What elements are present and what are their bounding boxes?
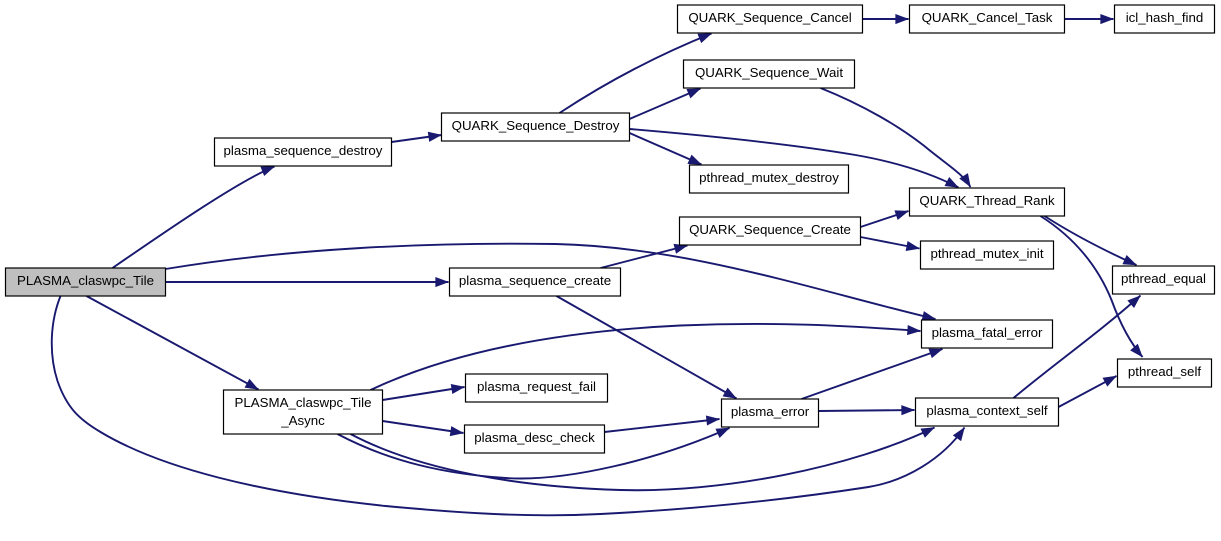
svg-text:plasma_context_self: plasma_context_self — [926, 403, 1048, 418]
svg-text:QUARK_Sequence_Create: QUARK_Sequence_Create — [689, 222, 851, 237]
svg-text:plasma_error: plasma_error — [731, 404, 810, 419]
svg-text:icl_hash_find: icl_hash_find — [1126, 10, 1204, 25]
svg-text:pthread_mutex_init: pthread_mutex_init — [930, 246, 1043, 261]
svg-text:_Async: _Async — [280, 413, 325, 428]
svg-text:pthread_mutex_destroy: pthread_mutex_destroy — [699, 170, 839, 185]
svg-text:pthread_equal: pthread_equal — [1121, 271, 1206, 286]
svg-text:QUARK_Thread_Rank: QUARK_Thread_Rank — [919, 193, 1055, 208]
svg-text:plasma_sequence_create: plasma_sequence_create — [459, 273, 611, 288]
svg-text:plasma_desc_check: plasma_desc_check — [474, 430, 595, 445]
svg-text:plasma_fatal_error: plasma_fatal_error — [932, 325, 1043, 340]
svg-text:plasma_sequence_destroy: plasma_sequence_destroy — [224, 143, 383, 158]
svg-text:QUARK_Sequence_Cancel: QUARK_Sequence_Cancel — [688, 10, 851, 25]
svg-text:QUARK_Cancel_Task: QUARK_Cancel_Task — [922, 10, 1053, 25]
svg-text:PLASMA_claswpc_Tile: PLASMA_claswpc_Tile — [235, 395, 372, 410]
svg-text:QUARK_Sequence_Destroy: QUARK_Sequence_Destroy — [452, 118, 620, 133]
svg-text:QUARK_Sequence_Wait: QUARK_Sequence_Wait — [695, 65, 843, 80]
svg-text:pthread_self: pthread_self — [1128, 364, 1201, 379]
svg-text:PLASMA_claswpc_Tile: PLASMA_claswpc_Tile — [17, 273, 154, 288]
svg-text:plasma_request_fail: plasma_request_fail — [477, 379, 596, 394]
